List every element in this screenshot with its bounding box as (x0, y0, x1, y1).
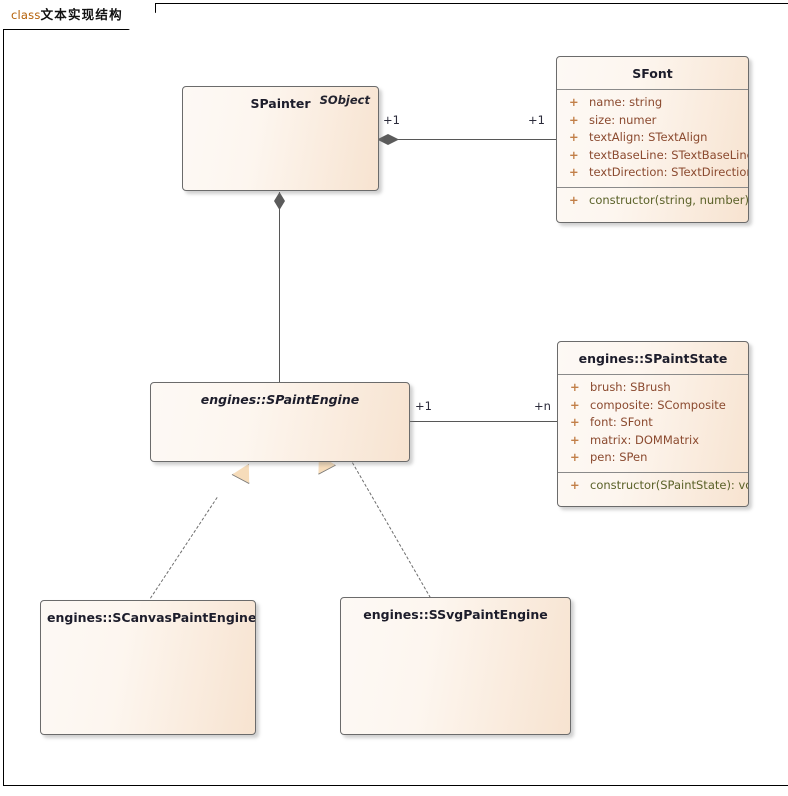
method-row: + constructor(string, number): void (557, 192, 748, 210)
class-box-spaintstate[interactable]: engines::SPaintState +brush: SBrush +com… (557, 341, 749, 507)
class-title-text: engines::SCanvasPaintEngine (47, 610, 256, 625)
class-title-text: SFont (632, 66, 673, 81)
diagram-title-keyword: class (11, 8, 41, 22)
attribute-row: + textAlign: STextAlign (557, 129, 748, 147)
visibility-marker: + (569, 147, 579, 162)
attribute-row: + font: SFont (558, 414, 748, 432)
class-stereotype-spainter: SObject (319, 93, 370, 107)
attribute-text: matrix: DOMMatrix (590, 432, 700, 447)
connector-painter-font-source-multiplicity: +1 (383, 113, 400, 127)
attribute-row: + size: numer (557, 112, 748, 130)
class-name-sfont: SFont (557, 57, 748, 90)
class-box-sfont[interactable]: SFont + name: string + size: numer + textAl… (556, 56, 749, 223)
diagram-frame-tab (3, 3, 156, 30)
visibility-marker: + (569, 165, 579, 180)
visibility-marker: + (569, 192, 579, 207)
class-name-spaintstate: engines::SPaintState (558, 342, 748, 375)
attribute-text: composite: SComposite (590, 397, 726, 412)
attributes-compartment-spaintstate: + brush: SBrush + composite: SComposite + f… (558, 375, 748, 472)
class-title-text: SPainter (250, 96, 311, 111)
diagram-frame (3, 3, 788, 786)
attribute-text: size: numer (589, 112, 657, 127)
attribute-row: + textDirection: STextDirection (557, 164, 748, 182)
attribute-text: font: SFont (590, 415, 653, 430)
class-box-spainter[interactable]: SObject SPainter (182, 86, 379, 191)
class-name-scanvaspaintengine: engines::SCanvasPaintEngine (41, 601, 255, 633)
diagram-title-text: 文本实现结构 (40, 7, 123, 22)
visibility-marker: + (569, 112, 579, 127)
attribute-row: + name: string (557, 94, 748, 112)
attribute-text: pen: SPen (590, 450, 648, 465)
class-title-text: engines::SPaintState (578, 351, 728, 366)
attribute-row: + textBaseLine: STextBaseLine (557, 147, 748, 165)
attribute-text: textBaseLine: STextBaseLine (589, 147, 749, 162)
method-text: constructor(string, number): void (589, 192, 749, 207)
connector-painter-engine-line (279, 192, 280, 384)
attribute-row: + matrix: DOMMatrix (558, 432, 748, 450)
method-text: constructor(SPaintState): void (590, 477, 749, 492)
attributes-compartment-sfont: + name: string + size: numer + textAlign: S… (557, 90, 748, 187)
class-box-scanvaspaintengine[interactable]: engines::SCanvasPaintEngine (40, 600, 256, 735)
method-row: + constructor(SPaintState): void (558, 477, 748, 495)
class-name-spainter: SObject SPainter (183, 87, 378, 119)
class-title-text: engines::SPaintEngine (200, 392, 360, 407)
class-name-ssvgpaintengine: engines::SSvgPaintEngine (341, 598, 570, 630)
connector-engine-state-line (410, 421, 558, 422)
visibility-marker: + (570, 432, 580, 447)
attribute-row: + brush: SBrush (558, 379, 748, 397)
class-box-ssvgpaintengine[interactable]: engines::SSvgPaintEngine (340, 597, 571, 735)
visibility-marker: + (570, 397, 580, 412)
visibility-marker: + (570, 415, 580, 430)
methods-compartment-sfont: + constructor(string, number): void (557, 186, 748, 215)
connector-engine-state-target-multiplicity: +n (534, 399, 551, 413)
methods-compartment-spaintstate: + constructor(SPaintState): void (558, 471, 748, 500)
connector-painter-font-line (380, 139, 556, 140)
connector-painter-engine-diamond-icon (274, 192, 285, 210)
diagram-title: class文本实现结构 (11, 4, 123, 23)
visibility-marker: + (570, 450, 580, 465)
attribute-text: textAlign: STextAlign (589, 130, 708, 145)
connector-engine-state-source-multiplicity: +1 (415, 399, 432, 413)
attribute-row: + pen: SPen (558, 449, 748, 467)
attribute-text: brush: SBrush (590, 380, 671, 394)
visibility-marker: + (570, 477, 580, 492)
attribute-text: name: string (589, 95, 663, 109)
visibility-marker: + (569, 130, 579, 145)
visibility-marker: + (570, 380, 580, 394)
visibility-marker: + (569, 95, 579, 109)
class-box-spaintengine[interactable]: engines::SPaintEngine (150, 382, 410, 462)
connector-painter-font-target-multiplicity: +1 (528, 113, 545, 127)
connector-painter-font-diamond-icon (377, 134, 399, 145)
attribute-row: + composite: SComposite (558, 397, 748, 415)
class-title-text: engines::SSvgPaintEngine (363, 607, 548, 622)
class-name-spaintengine: engines::SPaintEngine (151, 383, 409, 415)
attribute-text: textDirection: STextDirection (589, 165, 749, 180)
